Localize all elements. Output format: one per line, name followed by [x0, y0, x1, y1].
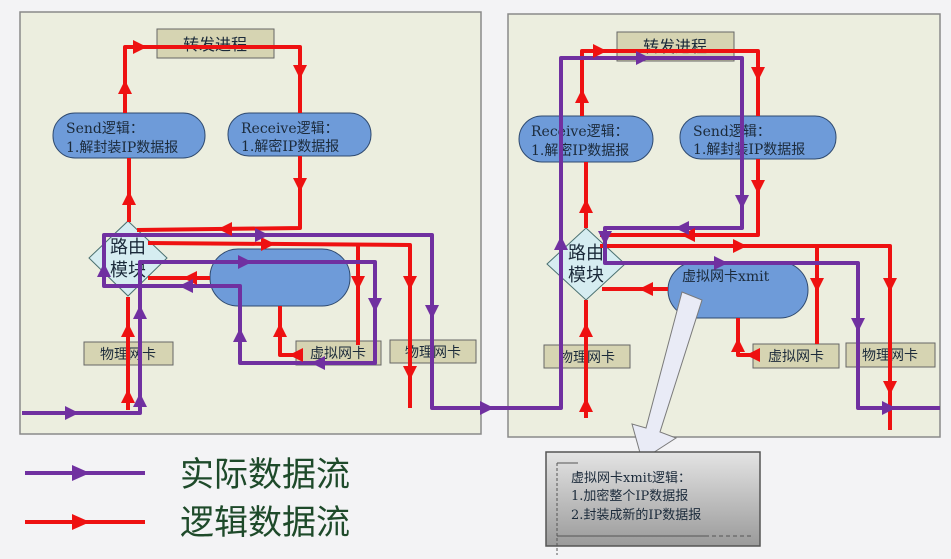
svg-text:1.解封装IP数据报: 1.解封装IP数据报: [66, 140, 178, 156]
actual-flow-arrowhead: [97, 263, 111, 277]
svg-text:虚拟网卡xmit逻辑：: 虚拟网卡xmit逻辑：: [571, 471, 691, 486]
actual-flow-arrowhead: [675, 221, 689, 235]
svg-text:Send逻辑：: Send逻辑：: [66, 121, 144, 137]
actual-flow-arrowhead: [882, 401, 896, 415]
svg-text:1.解密IP数据报: 1.解密IP数据报: [531, 142, 629, 159]
logical-flow-arrowhead: [810, 278, 824, 292]
svg-text:转发进程: 转发进程: [643, 37, 707, 56]
logical-flow-arrowhead: [579, 398, 593, 412]
actual-flow-arrowhead: [554, 236, 568, 250]
logical-flow-arrowhead: [122, 191, 136, 205]
actual-flow-arrowhead: [65, 406, 79, 420]
actual-flow-arrowhead: [238, 255, 252, 269]
actual-flow-arrowhead: [425, 305, 439, 319]
logical-flow-arrowhead: [579, 199, 593, 213]
actual-flow-arrowhead: [636, 51, 650, 65]
left-receive-logic: Receive逻辑： 1.解密IP数据报: [227, 112, 372, 157]
logical-flow-arrowhead: [118, 80, 132, 94]
svg-text:Send逻辑：: Send逻辑：: [693, 124, 771, 140]
logical-flow-arrowhead: [273, 323, 287, 337]
logical-flow-arrowhead: [293, 178, 307, 192]
logical-flow-arrowhead: [575, 89, 589, 103]
forward-process-label: 转发进程: [183, 35, 247, 54]
actual-flow-arrowhead: [311, 356, 325, 370]
svg-text:1.解封装IP数据报: 1.解封装IP数据报: [693, 142, 805, 158]
logical-flow-arrowhead: [261, 237, 275, 251]
logical-flow-arrowhead: [733, 239, 747, 253]
actual-flow-arrowhead: [735, 195, 749, 209]
svg-text:路由: 路由: [110, 237, 146, 258]
logical-flow-arrowhead: [883, 278, 897, 292]
logical-flow-arrowhead: [351, 276, 365, 290]
logical-flow-arrowhead: [293, 65, 307, 79]
left-send-logic: Send逻辑： 1.解封装IP数据报: [52, 112, 206, 159]
right-virtual-nic: 虚拟网卡: [752, 343, 840, 369]
actual-flow-arrowhead: [714, 256, 728, 270]
actual-flow-arrowhead: [851, 318, 865, 332]
logical-flow-arrowhead: [403, 276, 417, 290]
logical-flow-arrowhead: [593, 44, 607, 58]
logical-flow-arrowhead: [751, 180, 765, 194]
legend: 实际数据流 逻辑数据流: [25, 455, 350, 543]
svg-text:1.加密整个IP数据报: 1.加密整个IP数据报: [571, 488, 688, 504]
legend-actual-label: 实际数据流: [180, 455, 350, 495]
callout-pointer: [631, 291, 703, 461]
svg-text:模块: 模块: [568, 265, 604, 286]
right-send-logic: Send逻辑： 1.解封装IP数据报: [679, 115, 837, 160]
legend-logical-label: 逻辑数据流: [180, 503, 350, 543]
svg-text:模块: 模块: [110, 260, 146, 281]
actual-flow-arrowhead: [179, 279, 193, 293]
svg-text:1.解密IP数据报: 1.解密IP数据报: [241, 138, 339, 155]
logical-flow-arrowhead: [289, 348, 303, 362]
actual-flow-arrowhead: [233, 328, 247, 342]
right-xmit-ellipse: 虚拟网卡xmit: [667, 261, 809, 319]
svg-text:Receive逻辑：: Receive逻辑：: [241, 121, 339, 137]
actual-flow-arrowhead: [133, 305, 147, 319]
logical-flow-arrowhead: [403, 366, 417, 380]
svg-text:虚拟网卡xmit: 虚拟网卡xmit: [682, 269, 770, 285]
actual-flow-arrowhead: [598, 231, 612, 245]
logical-flow-arrowhead: [639, 282, 653, 296]
right-host-panel: [507, 13, 941, 438]
logical-flow-arrowhead: [681, 228, 695, 242]
legend-actual-arrow: [72, 465, 90, 481]
svg-text:虚拟网卡: 虚拟网卡: [768, 349, 824, 365]
logical-flow-arrowhead: [746, 348, 760, 362]
red-flow: [600, 244, 892, 430]
logical-flow-arrowhead: [133, 40, 147, 54]
logical-flow-arrowhead: [751, 67, 765, 81]
logical-flow-arrowhead: [883, 381, 897, 395]
logical-flow-arrowhead: [121, 389, 135, 403]
svg-text:2.封装成新的IP数据报: 2.封装成新的IP数据报: [571, 507, 701, 523]
right-receive-logic: Receive逻辑： 1.解密IP数据报: [518, 115, 654, 163]
svg-text:Receive逻辑：: Receive逻辑：: [531, 124, 629, 140]
left-forward-process-box: 转发进程: [156, 28, 275, 59]
actual-flow-arrowhead: [255, 228, 269, 242]
left-virtual-nic-driver-ellipse: [209, 248, 351, 307]
actual-flow-arrowhead: [480, 401, 494, 415]
logical-flow-arrowhead: [579, 323, 593, 337]
arrowheads: [65, 40, 897, 420]
logical-flow-arrowhead: [731, 338, 745, 352]
actual-flow-line: [22, 56, 940, 415]
svg-text:路由: 路由: [568, 243, 604, 264]
actual-flow-arrowhead: [368, 298, 382, 312]
logical-flow-arrowhead: [121, 323, 135, 337]
logical-flow-arrowhead: [218, 222, 232, 236]
legend-logical-arrow: [72, 514, 90, 530]
xmit-logic-callout: 虚拟网卡xmit逻辑： 1.加密整个IP数据报 2.封装成新的IP数据报: [545, 451, 761, 555]
logical-flow-arrowhead: [183, 271, 197, 285]
red-flow: [580, 49, 760, 116]
red-flow: [147, 241, 412, 408]
actual-flow-arrowhead: [133, 393, 147, 407]
